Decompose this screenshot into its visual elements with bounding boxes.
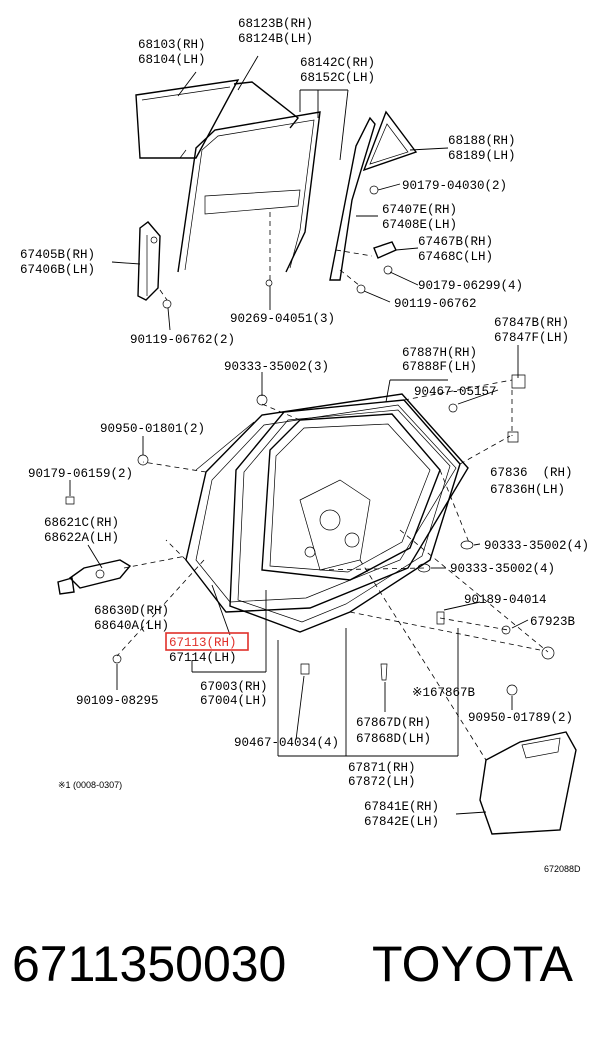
label-68188: 68188(RH) [448,134,516,148]
label-90179-06159: 90179-06159(2) [28,467,133,481]
highlight-box [165,632,249,651]
label-90119-06762a: 90119-06762 [394,297,477,311]
label-67841e: 67841E(RH) [364,800,439,814]
label-90950-01801: 90950-01801(2) [100,422,205,436]
label-67836: 67836 (RH) [490,466,573,480]
label-90467-04034: 90467-04034(4) [234,736,339,750]
label-67847f: 67847F(LH) [494,331,569,345]
label-90179-04030: 90179-04030(2) [402,179,507,193]
label-68103: 68103(RH) [138,38,206,52]
label-67867d: 67867D(RH) [356,716,431,730]
label-68189: 68189(LH) [448,149,516,163]
door-trim-board [479,731,577,835]
label-90333-35002b: 90333-35002(4) [484,539,589,553]
label-68630d: 68630D(RH) [94,604,169,618]
door-lock-and-handle [57,559,132,595]
label-90179-06299: 90179-06299(4) [418,279,523,293]
label-67868d: 67868D(LH) [356,732,431,746]
label-67467b: 67467B(RH) [418,235,493,249]
label-90119-06762b: 90119-06762(2) [130,333,235,347]
label-90467-05157: 90467-05157 [414,385,497,399]
quarter-window-frame [362,110,418,172]
label-67888f: 67888F(LH) [402,360,477,374]
part-number: 6711350030 [12,936,287,992]
label-67847b: 67847B(RH) [494,316,569,330]
label-67887h: 67887H(RH) [402,346,477,360]
label-68152c: 68152C(LH) [300,71,375,85]
window-regulator [137,221,161,301]
label-67004: 67004(LH) [200,694,268,708]
label-90269-04051: 90269-04051(3) [230,312,335,326]
dashed-guides [116,212,549,761]
stopper-bracket [373,241,397,259]
label-68123b: 68123B(RH) [238,17,313,31]
label-90950-01789: 90950-01789(2) [468,711,573,725]
label-67114: 67114(LH) [169,651,237,665]
drawing-code: 672088D [544,864,581,874]
leader-lines [69,55,529,815]
label-68640a: 68640A(LH) [94,619,169,633]
label-90333-35002a: 90333-35002(3) [224,360,329,374]
exploded-view-svg: 68123B(RH) 68124B(LH) 68103(RH) 68104(LH… [20,17,589,874]
label-90189-04014: 90189-04014 [464,593,547,607]
glass-run-channel [177,111,321,273]
footnote: ※1 (0008-0307) [58,780,122,790]
label-90333-35002c: 90333-35002(4) [450,562,555,576]
footer: 6711350030 TOYOTA [0,935,600,1015]
label-67872: 67872(LH) [348,775,416,789]
division-bar [329,116,376,281]
label-67468c: 67468C(LH) [418,250,493,264]
label-67406b: 67406B(LH) [20,263,95,277]
label-67407e: 67407E(RH) [382,203,457,217]
small-fasteners-top [162,185,393,309]
label-67836h: 67836H(LH) [490,483,565,497]
label-67842e: 67842E(LH) [364,815,439,829]
label-67003: 67003(RH) [200,680,268,694]
brand-name: TOYOTA [372,936,573,992]
label-67871: 67871(RH) [348,761,416,775]
label-67113-highlighted: 67113(RH) [169,636,237,650]
label-68142c: 68142C(RH) [300,56,375,70]
label-68622a: 68622A(LH) [44,531,119,545]
label-68104: 68104(LH) [138,53,206,67]
label-67405b: 67405B(RH) [20,248,95,262]
inner-panel-holes [299,479,371,571]
label-90109-08295: 90109-08295 [76,694,159,708]
label-67408e: 67408E(LH) [382,218,457,232]
door-panel [185,393,469,613]
door-glass [135,79,240,159]
label-67867b: ※167867B [412,686,475,700]
label-68124b: 68124B(LH) [238,32,313,46]
label-67923b: 67923B [530,615,576,629]
label-68621c: 68621C(RH) [44,516,119,530]
part-labels: 68123B(RH) 68124B(LH) 68103(RH) 68104(LH… [20,17,589,874]
inner-weatherstrip [261,413,441,581]
parts-diagram: 68123B(RH) 68124B(LH) 68103(RH) 68104(LH… [20,17,589,874]
